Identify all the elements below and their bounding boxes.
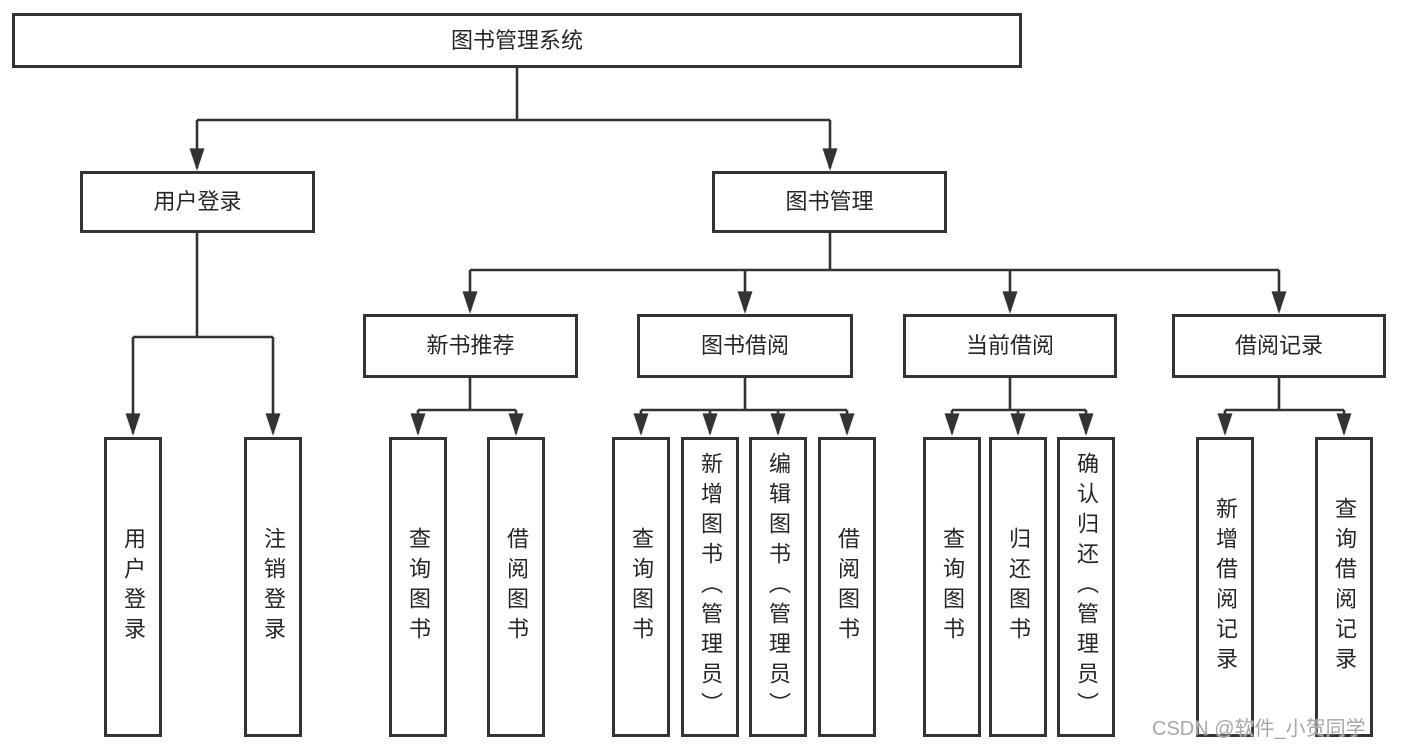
- node-book-management: 图书管理: [712, 171, 947, 233]
- node-user-login: 用户登录: [80, 171, 315, 233]
- leaf-br-add-record: 新增借阅记录: [1196, 437, 1254, 737]
- leaf-cb-query-book: 查询图书: [923, 437, 981, 737]
- leaf-cb-return-book: 归还图书: [989, 437, 1047, 737]
- leaf-bb-add-book: 新增图书（管理员）: [681, 437, 739, 737]
- node-current-borrow: 当前借阅: [903, 314, 1117, 378]
- leaf-rec-query-book: 查询图书: [389, 437, 447, 737]
- leaf-bb-borrow-book: 借阅图书: [818, 437, 876, 737]
- node-root: 图书管理系统: [12, 13, 1022, 68]
- edge-segments: [133, 68, 1344, 412]
- leaf-bb-edit-book: 编辑图书（管理员）: [749, 437, 807, 737]
- edge-arrows: [125, 120, 1352, 436]
- leaf-rec-borrow-book: 借阅图书: [487, 437, 545, 737]
- csdn-watermark: CSDN @软件_小贺同学: [1152, 718, 1366, 740]
- node-new-book-recommend: 新书推荐: [363, 314, 578, 378]
- leaf-logout: 注销登录: [244, 437, 302, 737]
- leaf-cb-confirm-return: 确认归还（管理员）: [1057, 437, 1115, 737]
- node-borrow-record: 借阅记录: [1172, 314, 1386, 378]
- leaf-bb-query-book: 查询图书: [612, 437, 670, 737]
- node-book-borrow: 图书借阅: [637, 314, 853, 378]
- leaf-user-login: 用户登录: [104, 437, 162, 737]
- leaf-br-query-record: 查询借阅记录: [1315, 437, 1373, 737]
